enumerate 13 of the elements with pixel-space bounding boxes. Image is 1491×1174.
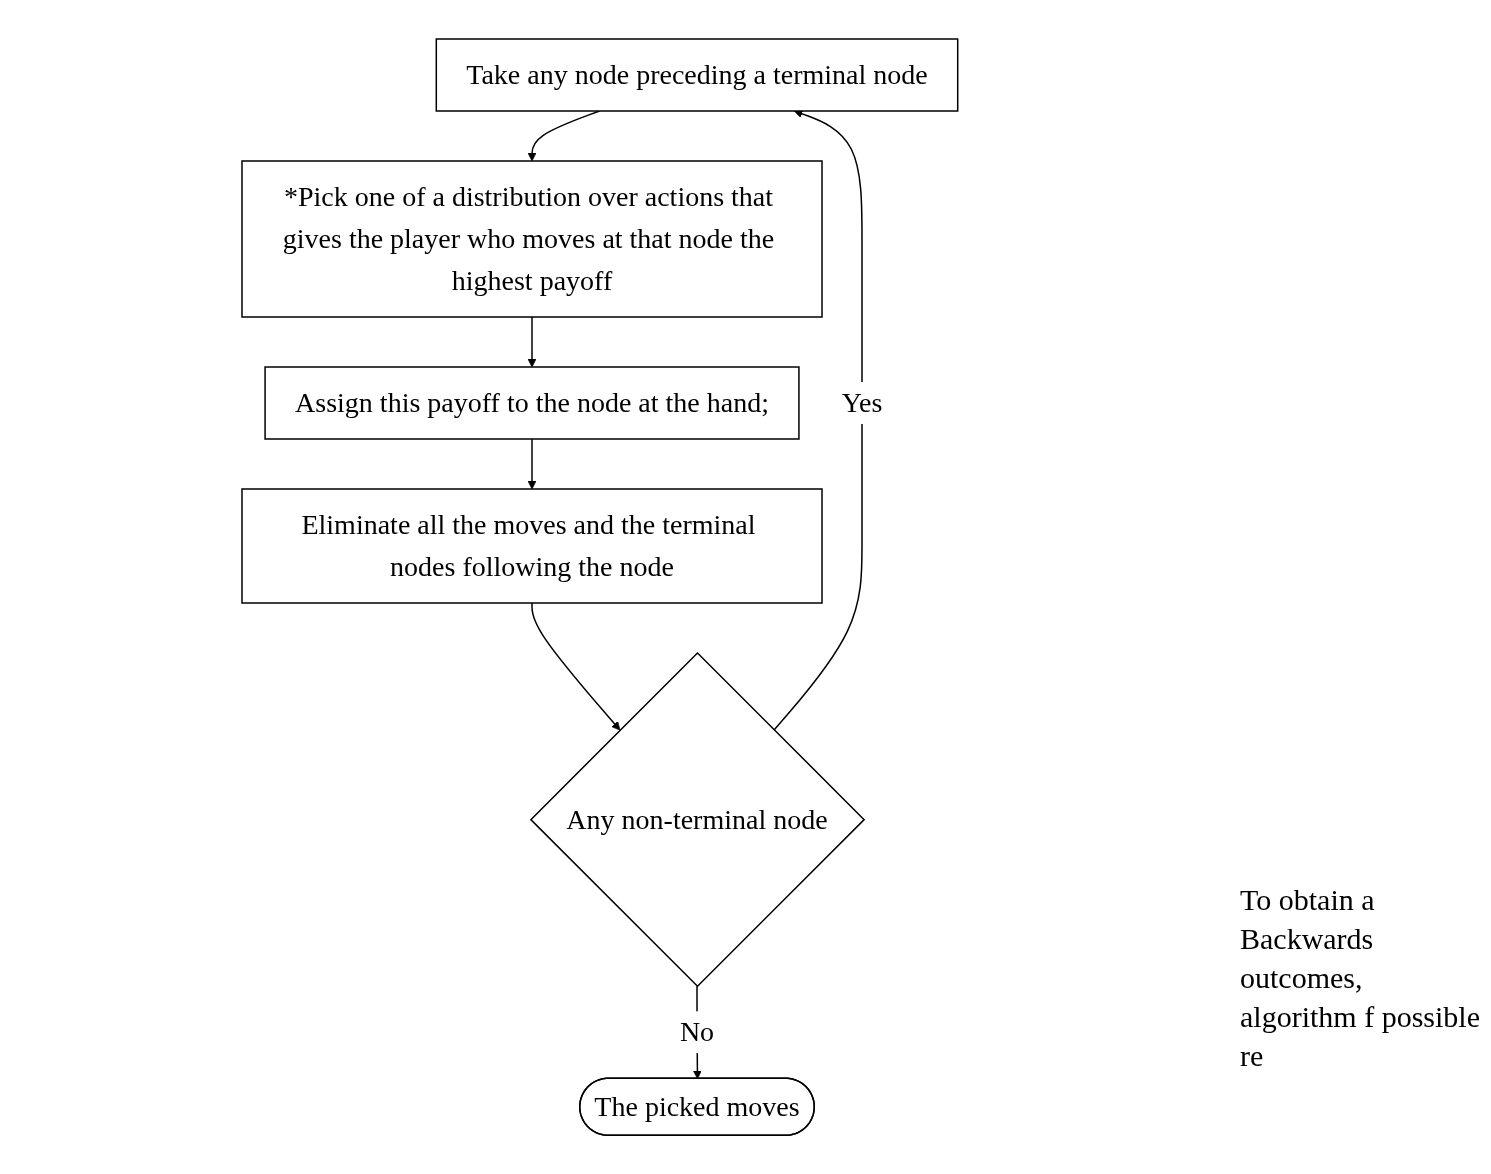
arrow [527,438,537,490]
edge-label: Yes [841,386,883,418]
note-text: To obtain a Backwards outcomes, algorithm f possible re [1240,882,1480,1074]
arrow [531,602,621,731]
node-box: *Pick one of a distribution over actions that gives the player who moves at that node the highest payoff [241,160,823,318]
node-box: Eliminate all the moves and the terminal nodes following the node [241,488,823,604]
node-box: Assign this payoff to the node at the hand; [264,366,800,440]
edge-label: No [680,1016,715,1048]
arrow [527,110,601,162]
arrow [527,316,537,368]
node-box: Take any node preceding a terminal node [435,38,959,112]
arrow [773,109,863,731]
node-diamond: Any non-terminal node [529,651,866,988]
